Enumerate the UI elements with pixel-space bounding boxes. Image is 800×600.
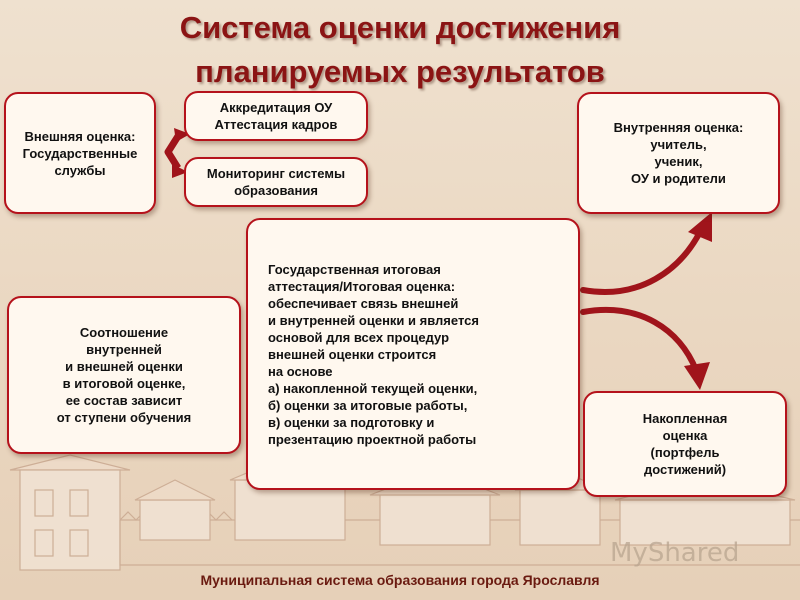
- monitoring-text: Мониторинг системы образования: [206, 166, 346, 198]
- external-assessment-text: Внешняя оценка: Государственные службы: [22, 128, 138, 178]
- portfolio-text: Накопленная оценка (портфель достижений): [642, 411, 728, 477]
- monitoring-box: Мониторинг системы образования: [184, 157, 368, 207]
- footer-caption: Муниципальная система образования города…: [200, 572, 600, 588]
- bent-connector-arrow: [164, 128, 190, 178]
- final-attestation-box: Государственная итоговая аттестация/Итог…: [246, 218, 580, 490]
- ratio-text: Соотношение внутренней и внешней оценки …: [56, 325, 192, 425]
- accreditation-box: Аккредитация ОУ Аттестация кадров: [184, 91, 368, 141]
- internal-assessment-box: Внутренняя оценка: учитель, ученик, ОУ и…: [577, 92, 780, 214]
- accreditation-text: Аккредитация ОУ Аттестация кадров: [214, 100, 338, 132]
- portfolio-box: Накопленная оценка (портфель достижений): [583, 391, 787, 497]
- page-title: Система оценки достижения планируемых ре…: [0, 6, 800, 94]
- curved-arrow-to-portfolio: [580, 306, 710, 390]
- final-attestation-text: Государственная итоговая аттестация/Итог…: [268, 261, 479, 447]
- internal-assessment-text: Внутренняя оценка: учитель, ученик, ОУ и…: [613, 120, 744, 186]
- title-line-2: планируемых результатов: [195, 54, 605, 89]
- external-assessment-box: Внешняя оценка: Государственные службы: [4, 92, 156, 214]
- watermark-logo: MyShared: [610, 538, 740, 568]
- ratio-box: Соотношение внутренней и внешней оценки …: [7, 296, 241, 454]
- curved-arrow-to-internal: [580, 212, 712, 295]
- title-line-1: Система оценки достижения: [179, 10, 621, 45]
